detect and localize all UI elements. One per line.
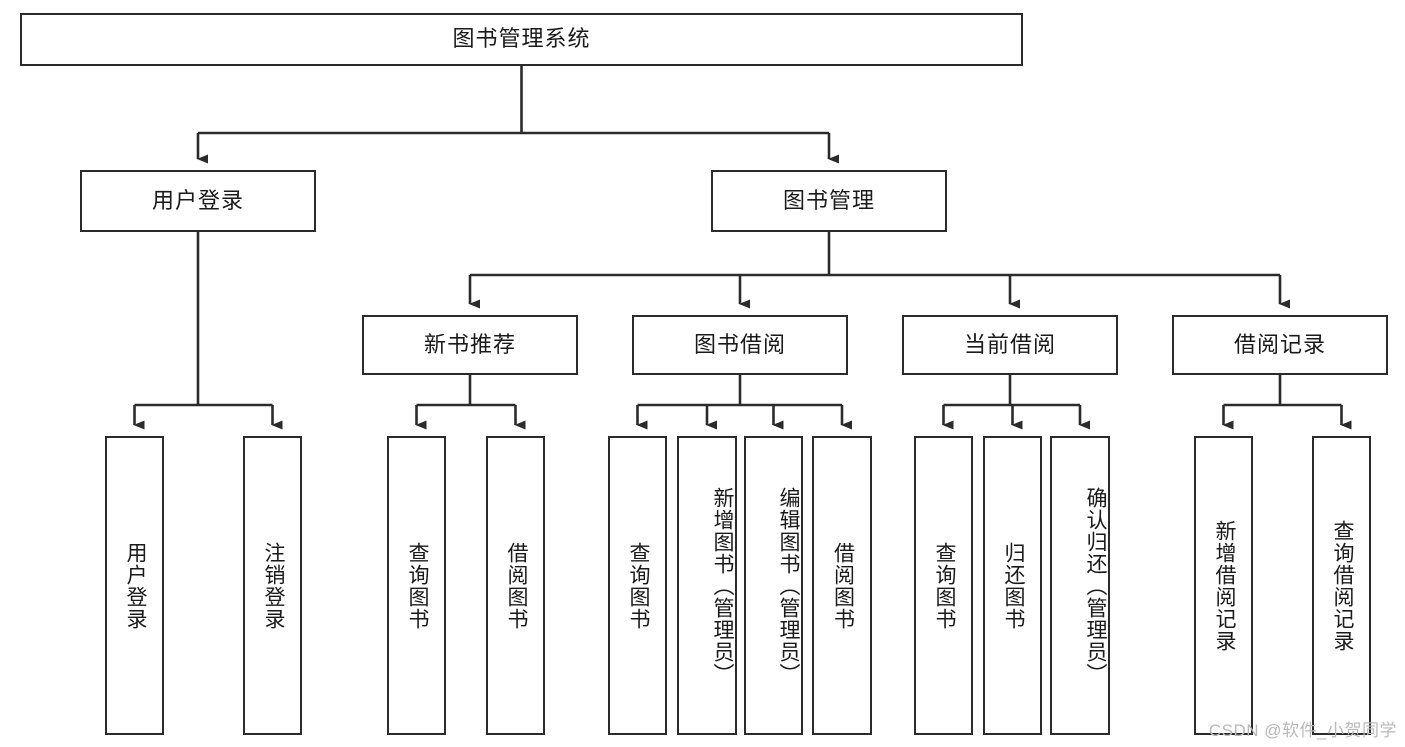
node-label: 新书推荐 xyxy=(423,331,516,357)
node-book-manage[interactable]: 图书管理 xyxy=(711,170,947,232)
node-leaf-current-return[interactable]: 归还图书 xyxy=(983,436,1042,735)
node-leaf-record-add[interactable]: 新增借阅记录 xyxy=(1194,436,1253,735)
node-label: 新增借阅记录 xyxy=(1212,519,1236,652)
node-new-book-rec[interactable]: 新书推荐 xyxy=(362,315,578,375)
node-root[interactable]: 图书管理系统 xyxy=(20,13,1023,66)
node-leaf-borrow-add[interactable]: 新增图书（管理员） xyxy=(677,436,737,735)
node-borrow-record[interactable]: 借阅记录 xyxy=(1172,315,1388,375)
node-label: 用户登录 xyxy=(123,541,147,630)
node-leaf-user-login[interactable]: 用户登录 xyxy=(105,436,164,735)
node-label: 查询图书 xyxy=(626,541,650,630)
node-label: 确认归还（管理员） xyxy=(1084,486,1107,685)
node-label: 用户登录 xyxy=(151,187,244,213)
node-label: 图书管理 xyxy=(782,187,875,213)
node-user-login[interactable]: 用户登录 xyxy=(80,170,316,232)
node-current-borrow[interactable]: 当前借阅 xyxy=(902,315,1118,375)
node-leaf-rec-query[interactable]: 查询图书 xyxy=(387,436,446,735)
node-label: 编辑图书（管理员） xyxy=(777,486,800,685)
node-label: 图书借阅 xyxy=(693,331,786,357)
node-label: 借阅图书 xyxy=(831,541,855,630)
node-label: 借阅记录 xyxy=(1233,331,1326,357)
node-label: 当前借阅 xyxy=(963,331,1056,357)
node-label: 查询图书 xyxy=(932,541,956,630)
node-label: 图书管理系统 xyxy=(452,26,591,52)
node-leaf-borrow-query[interactable]: 查询图书 xyxy=(608,436,667,735)
node-leaf-rec-borrow[interactable]: 借阅图书 xyxy=(486,436,545,735)
node-leaf-borrow-lend[interactable]: 借阅图书 xyxy=(812,436,872,735)
node-label: 归还图书 xyxy=(1001,541,1025,630)
node-leaf-record-query[interactable]: 查询借阅记录 xyxy=(1312,436,1371,735)
node-leaf-current-confirm[interactable]: 确认归还（管理员） xyxy=(1050,436,1110,735)
node-leaf-current-query[interactable]: 查询图书 xyxy=(914,436,973,735)
node-label: 新增图书（管理员） xyxy=(711,486,734,685)
node-label: 查询借阅记录 xyxy=(1330,519,1354,652)
node-leaf-user-logout[interactable]: 注销登录 xyxy=(243,436,302,735)
watermark-label: CSDN @软件_小贺同学 xyxy=(1208,721,1397,740)
node-book-borrow[interactable]: 图书借阅 xyxy=(632,315,848,375)
node-label: 查询图书 xyxy=(405,541,429,630)
node-label: 注销登录 xyxy=(261,541,285,630)
node-leaf-borrow-edit[interactable]: 编辑图书（管理员） xyxy=(744,436,803,735)
node-label: 借阅图书 xyxy=(504,541,528,630)
